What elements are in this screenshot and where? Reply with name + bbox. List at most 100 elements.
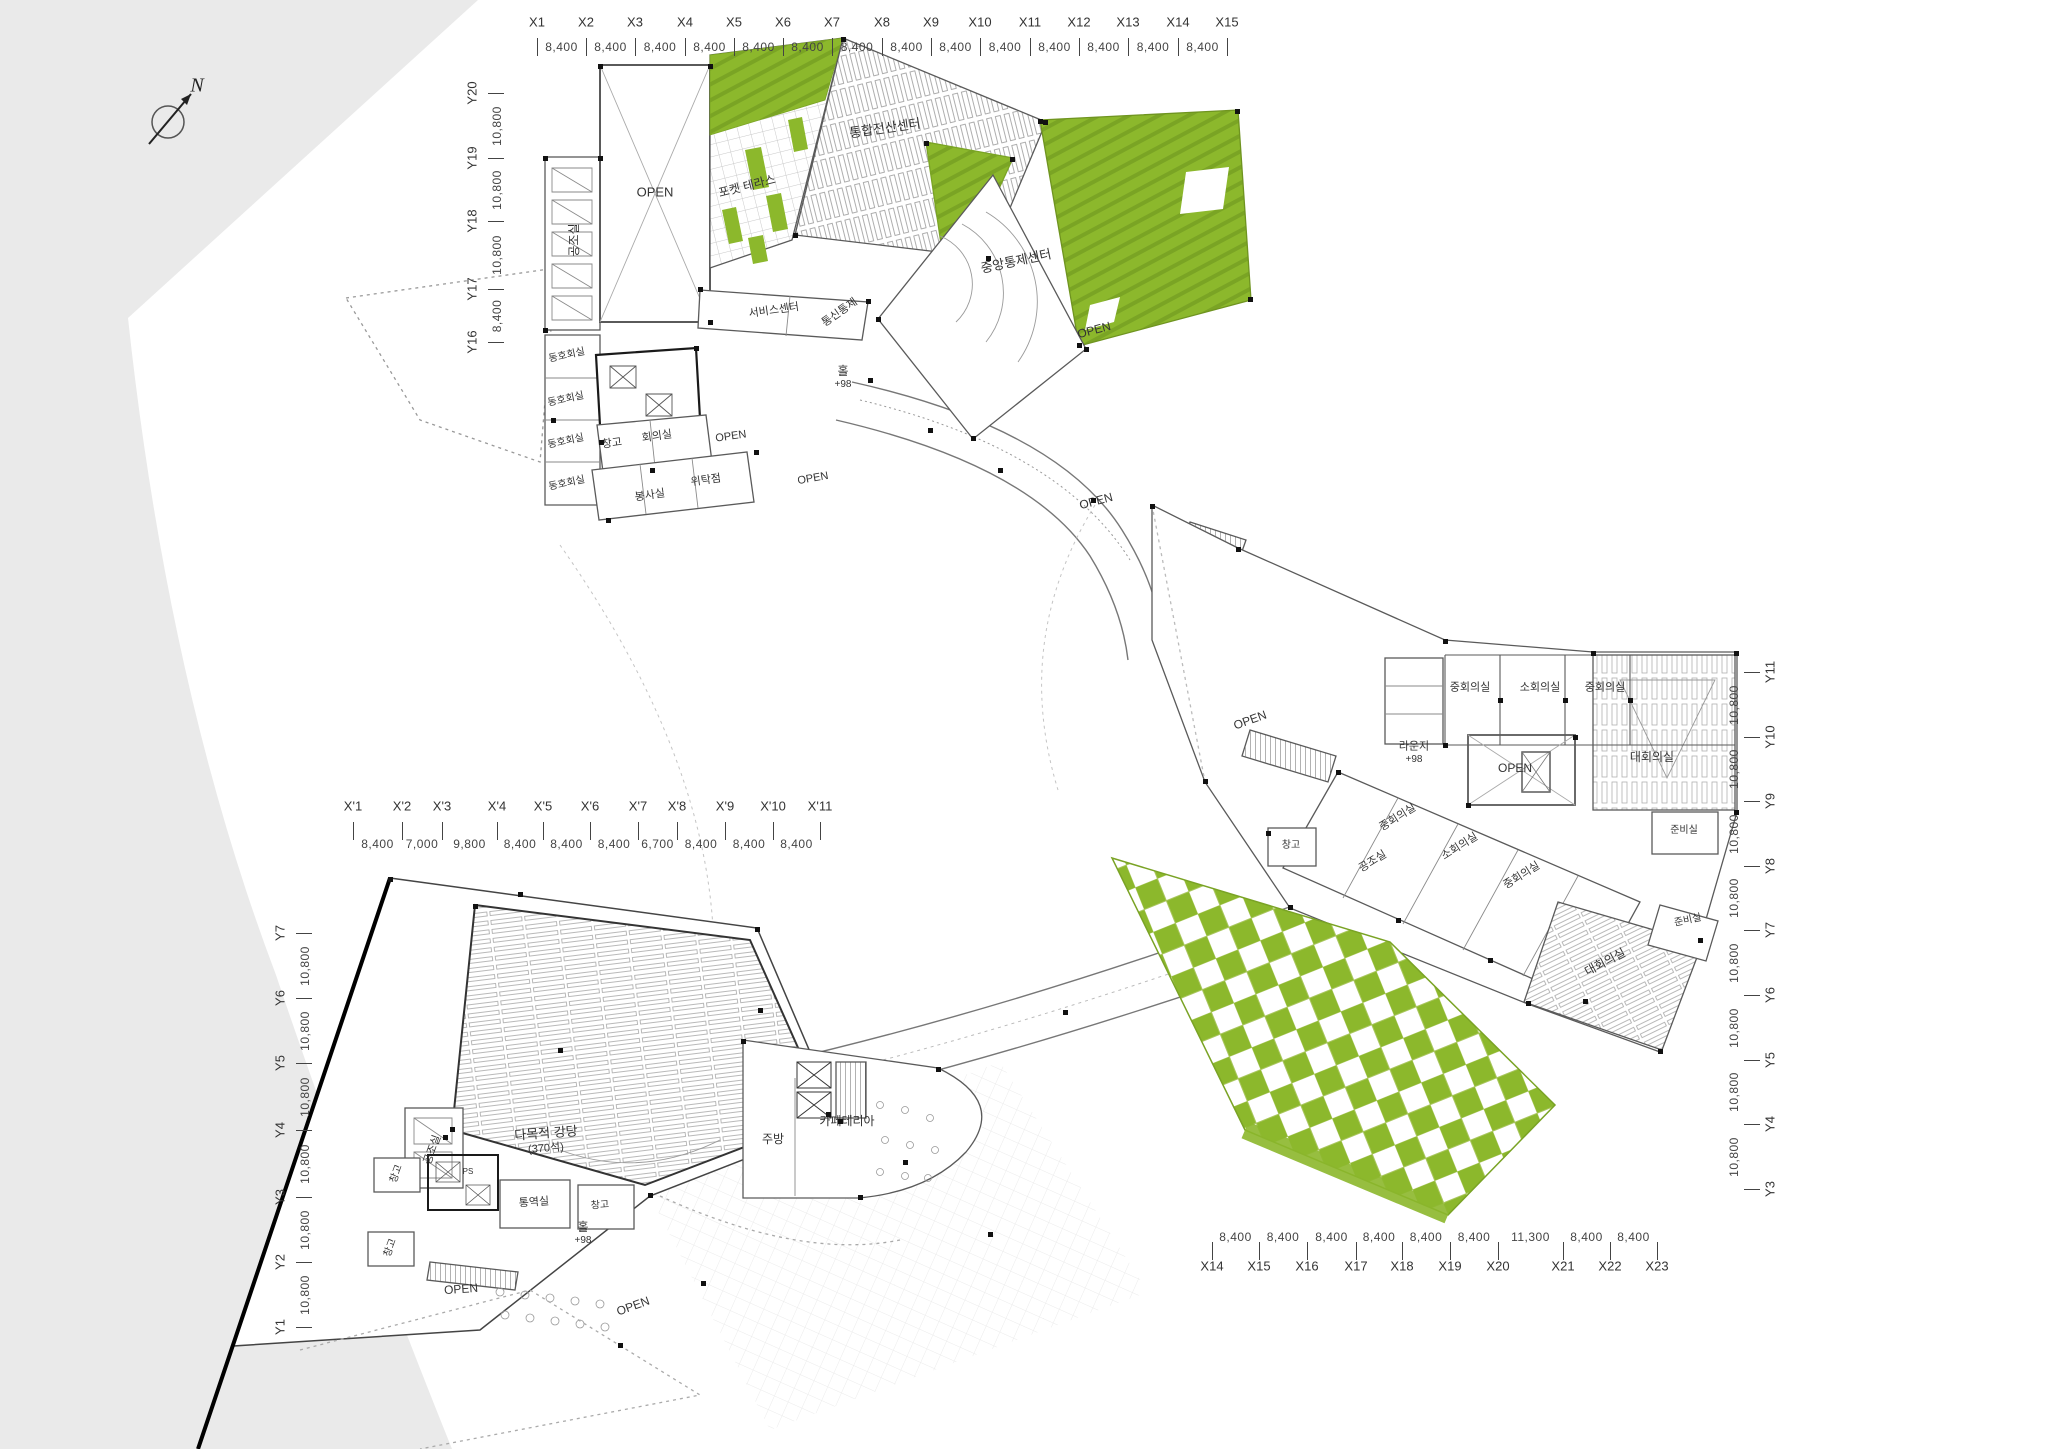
grid-tick-top (685, 38, 687, 56)
grid-tick-mid_left (442, 822, 444, 840)
column-marker (1150, 504, 1155, 509)
grid-tick-lower_left (296, 1063, 312, 1065)
axis-label-top: X5 (726, 14, 742, 30)
axis-label-bottom_right: X21 (1551, 1258, 1575, 1274)
grid-tick-top (980, 38, 982, 56)
axis-label-right: Y11 (1762, 660, 1778, 684)
dimension-bottom_right: 8,400 (1409, 1230, 1443, 1244)
grid-tick-top (1227, 38, 1229, 56)
column-marker (988, 1232, 993, 1237)
axis-label-mid_left: X'6 (580, 798, 600, 814)
axis-label-mid_left: X'8 (667, 798, 687, 814)
grid-tick-top (537, 38, 539, 56)
column-marker (876, 317, 881, 322)
grid-tick-right (1744, 866, 1760, 868)
grid-tick-mid_left (543, 822, 545, 840)
grid-tick-mid_left (677, 822, 679, 840)
dimension-mid_left: 8,400 (780, 837, 813, 851)
axis-label-top: X15 (1215, 14, 1239, 30)
grid-tick-upper_left (488, 342, 504, 344)
column-marker (698, 287, 703, 292)
column-marker (543, 328, 548, 333)
column-marker (443, 1135, 448, 1140)
dimension-bottom_right: 8,400 (1219, 1230, 1252, 1244)
grid-tick-mid_left (590, 822, 592, 840)
dimension-top: 8,400 (693, 40, 726, 54)
axis-label-top: X10 (968, 14, 992, 30)
dimension-mid_left: 8,400 (732, 837, 766, 851)
room-label: 라운지 (1398, 740, 1430, 753)
dimension-right: 10,800 (1727, 684, 1741, 725)
axis-label-bottom_right: X19 (1438, 1258, 1462, 1274)
grid-tick-right (1744, 672, 1760, 674)
column-marker (826, 1112, 831, 1117)
conference-building (1151, 503, 1738, 1053)
grid-tick-top (832, 38, 834, 56)
grid-tick-right (1744, 930, 1760, 932)
site-area (0, 0, 478, 1449)
north-label: N (190, 74, 204, 97)
dimension-right: 10,800 (1727, 942, 1741, 983)
column-marker (1084, 347, 1089, 352)
grid-tick-right (1744, 995, 1760, 997)
grid-tick-bottom_right (1498, 1242, 1500, 1260)
column-marker (1063, 1010, 1068, 1015)
grid-tick-bottom_right (1450, 1242, 1452, 1260)
dimension-upper_left: 10,800 (490, 105, 504, 146)
column-marker (1203, 779, 1208, 784)
grid-tick-right (1744, 737, 1760, 739)
axis-label-right: Y9 (1762, 793, 1778, 809)
dimension-upper_left: 10,800 (490, 169, 504, 210)
dimension-upper_left: 10,800 (490, 235, 504, 275)
dimension-top: 8,400 (545, 40, 578, 54)
dimension-mid_left: 8,400 (550, 837, 583, 851)
column-marker (755, 927, 760, 932)
dimension-mid_left: 8,400 (361, 837, 394, 851)
axis-label-mid_left: X'2 (392, 798, 412, 814)
column-marker (998, 468, 1003, 473)
column-marker (551, 418, 556, 423)
axis-label-mid_left: X'7 (628, 798, 648, 814)
column-marker (648, 1193, 653, 1198)
column-marker (1288, 905, 1293, 910)
axis-label-right: Y7 (1762, 922, 1778, 938)
dimension-mid_left: 8,400 (684, 837, 718, 851)
room-label: 카페테리아 (819, 1114, 875, 1128)
column-marker (1563, 698, 1568, 703)
room-label: +98 (574, 1235, 592, 1246)
axis-label-right: Y6 (1762, 987, 1778, 1003)
axis-label-upper_left: Y17 (464, 277, 480, 301)
column-marker (858, 1195, 863, 1200)
column-marker (866, 299, 871, 304)
grid-tick-bottom_right (1657, 1242, 1659, 1260)
grid-tick-right (1744, 1060, 1760, 1062)
column-marker (598, 64, 603, 69)
axis-label-mid_left: X'11 (807, 798, 833, 814)
dimension-lower_left: 10,800 (298, 1274, 312, 1315)
dimension-bottom_right: 8,400 (1266, 1230, 1300, 1244)
room-label: 창고 (1281, 840, 1301, 851)
dimension-top: 8,400 (1087, 40, 1120, 54)
room-label: 소회의실 (1519, 681, 1561, 694)
grid-tick-bottom_right (1356, 1242, 1358, 1260)
axis-label-bottom_right: X22 (1598, 1258, 1622, 1274)
grid-tick-lower_left (296, 1130, 312, 1132)
column-marker (1734, 810, 1739, 815)
column-marker (1591, 651, 1596, 656)
dimension-lower_left: 10,800 (298, 1209, 312, 1250)
column-marker (1266, 831, 1271, 836)
axis-label-top: X9 (923, 14, 939, 30)
grid-tick-mid_left (402, 822, 404, 840)
column-marker (450, 1127, 455, 1132)
grid-tick-mid_left (820, 822, 822, 840)
axis-label-bottom_right: X17 (1344, 1258, 1368, 1274)
grid-tick-top (1030, 38, 1032, 56)
column-marker (971, 436, 976, 441)
column-marker (518, 892, 523, 897)
dimension-top: 8,400 (939, 40, 972, 54)
room-label: 통역실 (518, 1195, 550, 1210)
room-label: 공조실 (567, 223, 581, 257)
column-marker (758, 1008, 763, 1013)
axis-label-mid_left: X'5 (533, 798, 553, 814)
axis-label-bottom_right: X23 (1645, 1258, 1669, 1274)
